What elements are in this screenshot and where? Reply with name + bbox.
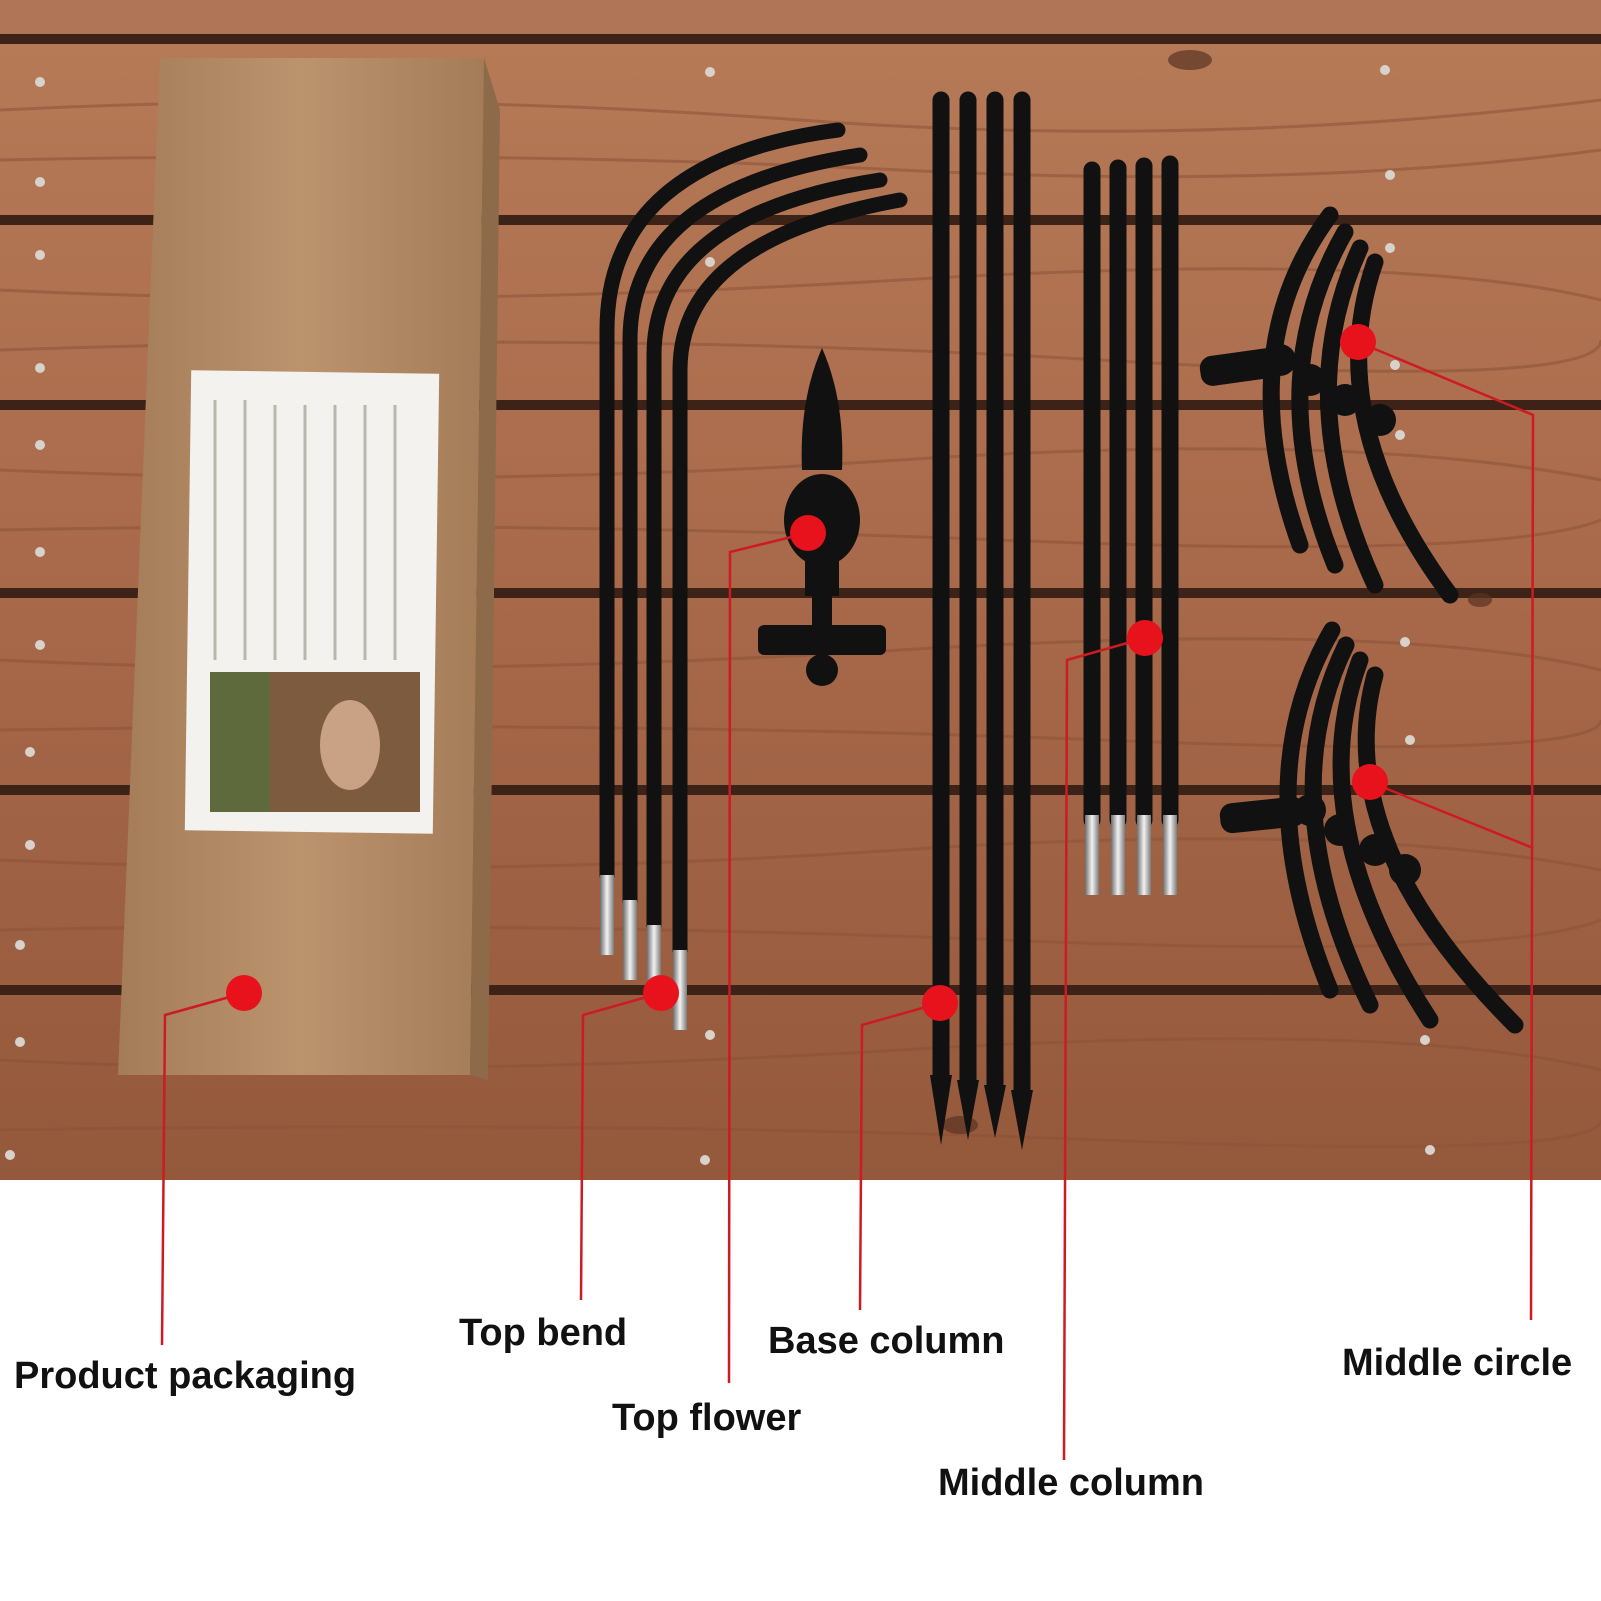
marker-top-flower xyxy=(790,515,826,551)
label-product-packaging: Product packaging xyxy=(14,1355,357,1397)
middle-columns xyxy=(1083,155,1179,895)
label-top-flower: Top flower xyxy=(612,1397,802,1439)
marker-middle-circle-lower xyxy=(1352,764,1388,800)
marker-top-bend xyxy=(643,975,679,1011)
marker-base-column xyxy=(922,985,958,1021)
label-middle-column: Middle column xyxy=(938,1462,1204,1504)
label-base-column: Base column xyxy=(768,1320,1005,1362)
middle-circle-connectors-upper xyxy=(1199,344,1396,436)
marker-middle-circle-upper xyxy=(1340,324,1376,360)
product-box xyxy=(118,58,500,1080)
middle-circle-connectors-lower xyxy=(1219,794,1421,886)
label-top-bend: Top bend xyxy=(459,1312,628,1354)
label-middle-circle: Middle circle xyxy=(1342,1342,1573,1384)
leader-lines xyxy=(160,340,1535,1461)
marker-product-packaging xyxy=(226,975,262,1011)
callout-markers xyxy=(226,324,1388,1021)
base-columns xyxy=(930,91,1033,1150)
marker-middle-column xyxy=(1127,620,1163,656)
top-bend-rods xyxy=(599,122,908,958)
